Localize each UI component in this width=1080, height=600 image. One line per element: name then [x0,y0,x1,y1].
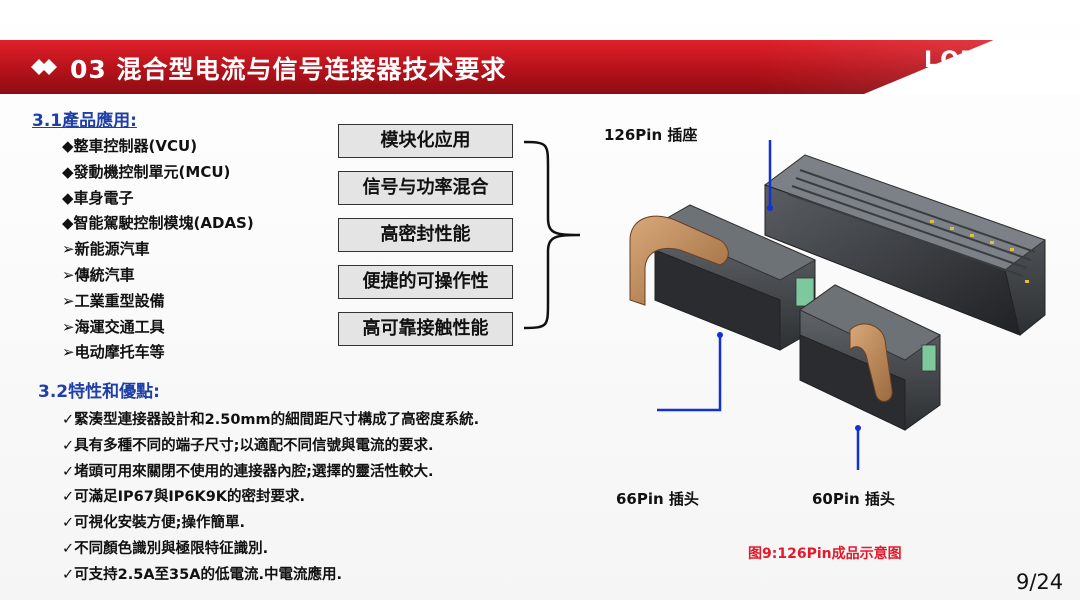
section-title-applications: 3.1產品應用: [32,106,137,131]
connector-product-image [629,140,1047,470]
list-item: ◆發動機控制單元(MCU) [62,162,231,181]
figure-caption: 图9:126Pin成品示意图 [748,546,902,562]
page-number: 9/24 [1016,570,1064,594]
list-item: ✓緊湊型連接器設計和2.50mm的細間距尺寸構成了高密度系統. [62,412,480,428]
list-item: ✓具有多種不同的端子尺寸;以適配不同信號與電流的要求. [62,437,434,454]
application-list: ◆整車控制器(VCU) ◆發動機控制單元(MCU) ◆車身電子 ◆智能駕駛控制模… [62,134,254,366]
page-title: 03 混合型电流与信号连接器技术要求 [70,55,507,84]
list-item: ➢工業重型設備 [62,291,165,310]
feature-list: ✓緊湊型連接器設計和2.50mm的細間距尺寸構成了高密度系統. ✓具有多種不同的… [62,408,479,589]
list-item: ◆整車控制器(VCU) [62,137,198,155]
lotes-logo: LOTES [924,48,1017,73]
feature-box-modular: 模块化应用 [338,124,513,158]
double-diamond-icon [31,59,57,75]
list-item: ✓可視化安裝方便;操作簡單. [62,515,245,532]
list-item: ✓不同顏色識別與極限特征識別. [62,540,269,557]
socket-126pin [763,154,1047,336]
list-item: ➢电动摩托车等 [62,343,165,362]
header-banner: 03 混合型电流与信号连接器技术要求 [0,40,1080,94]
plug-60pin [799,284,941,431]
feature-box-sealing: 高密封性能 [338,218,513,252]
feature-box-hybrid: 信号与功率混合 [338,171,513,205]
feature-box-operability: 便捷的可操作性 [338,265,513,299]
callout-lines [657,140,860,470]
list-item: ➢傳統汽車 [62,265,135,284]
curly-bracket [523,140,581,330]
list-item: ✓可支持2.5A至35A的低電流.中電流應用. [62,566,342,583]
section-title-features-text: 3.2特性和優點: [38,382,160,402]
header-url: http://www.lotes.cc [917,78,1026,92]
section-title-features: 3.2特性和優點: [38,377,160,402]
list-item: ✓堵頭可用來關閉不使用的連接器內腔;選擇的靈活性較大. [62,463,434,480]
feature-box-contact: 高可靠接触性能 [338,312,513,346]
label-66pin-plug: 66Pin 插头 [616,490,699,508]
list-item: ✓可滿足IP67與IP6K9K的密封要求. [62,489,306,506]
label-126pin-socket: 126Pin 插座 [604,126,698,144]
header-fade [0,40,1080,94]
list-item: ➢新能源汽車 [62,240,150,259]
list-item: ➢海運交通工具 [62,317,165,336]
list-item: ◆車身電子 [62,188,134,207]
section-title-applications-text: 3.1產品應用: [32,111,137,131]
list-item: ◆智能駕駛控制模塊(ADAS) [62,214,254,233]
plug-66pin [629,204,817,351]
label-60pin-plug: 60Pin 插头 [812,490,895,508]
